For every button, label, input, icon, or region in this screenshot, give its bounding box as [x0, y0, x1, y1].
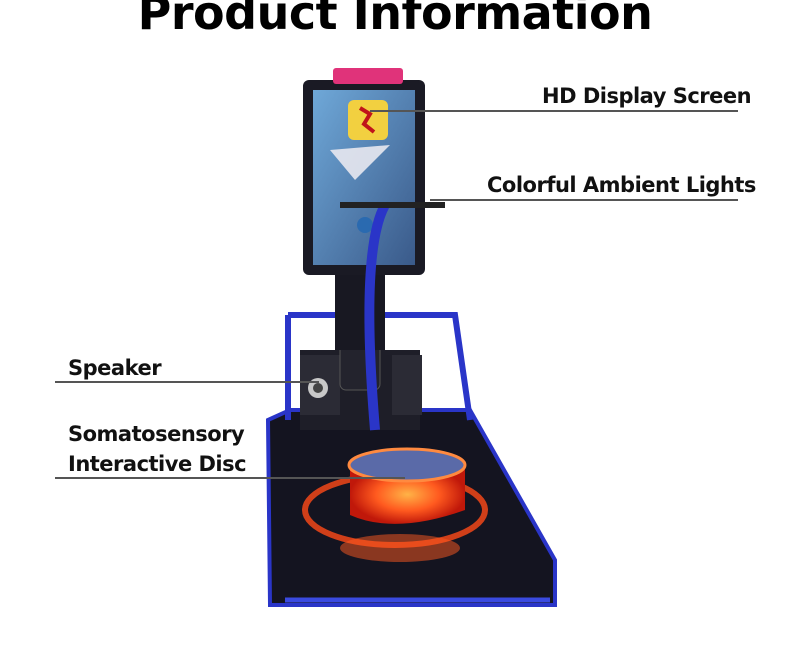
callout-disc-label-line1: Somatosensory	[68, 422, 245, 446]
callout-disc-label-line2: Interactive Disc	[68, 452, 247, 476]
callout-ambient-lights-label: Colorful Ambient Lights	[487, 173, 756, 197]
callout-ambient-lights-line	[430, 199, 738, 201]
callout-speaker-label: Speaker	[68, 356, 162, 380]
callout-hd-display-label: HD Display Screen	[542, 84, 752, 108]
page-title: Product Information	[137, 0, 653, 40]
callout-speaker-line	[55, 381, 319, 383]
callout-hd-display-line	[370, 110, 738, 112]
callout-disc-line	[55, 477, 405, 479]
